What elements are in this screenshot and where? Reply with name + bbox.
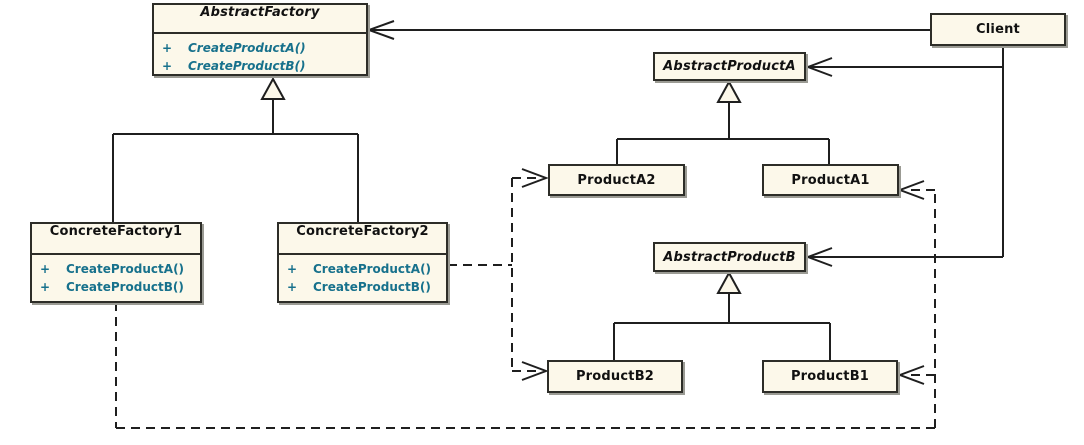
class-product-a2[interactable]: ProductA2 bbox=[548, 164, 685, 196]
edge-client-abstractproducta bbox=[805, 57, 1003, 77]
class-abstract-product-a[interactable]: AbstractProductA bbox=[653, 52, 806, 81]
class-method: + CreateProductA() bbox=[287, 260, 440, 278]
edge-dependency-factory2-arrows bbox=[521, 168, 549, 381]
method-signature: CreateProductA() bbox=[313, 262, 432, 276]
method-signature: CreateProductA() bbox=[66, 262, 185, 276]
method-signature: CreateProductB() bbox=[66, 280, 184, 294]
method-visibility: + bbox=[40, 262, 51, 276]
method-visibility: + bbox=[162, 59, 173, 73]
class-header: ConcreteFactory2 bbox=[279, 224, 446, 255]
edge-generalization-products-a bbox=[616, 79, 830, 165]
class-product-b1[interactable]: ProductB1 bbox=[762, 360, 898, 393]
class-abstract-factory[interactable]: AbstractFactory + CreateProductA() + Cre… bbox=[152, 3, 368, 76]
class-title: ProductB1 bbox=[790, 369, 870, 384]
class-title: ConcreteFactory1 bbox=[49, 224, 183, 239]
class-title: AbstractFactory bbox=[200, 5, 320, 20]
edge-dependency-factory2 bbox=[448, 177, 540, 372]
method-visibility: + bbox=[287, 280, 298, 294]
class-product-a1[interactable]: ProductA1 bbox=[762, 164, 899, 196]
class-methods: + CreateProductA() + CreateProductB() bbox=[279, 255, 446, 296]
edge-generalization-products-b bbox=[613, 270, 831, 361]
class-title: ProductA2 bbox=[577, 172, 656, 188]
method-visibility: + bbox=[287, 262, 298, 276]
class-title: AbstractProductB bbox=[663, 249, 796, 265]
class-client[interactable]: Client bbox=[930, 13, 1066, 46]
method-visibility: + bbox=[162, 41, 173, 55]
method-signature: CreateProductB() bbox=[313, 280, 431, 294]
method-signature: CreateProductB() bbox=[188, 59, 306, 73]
class-product-b2[interactable]: ProductB2 bbox=[547, 360, 683, 393]
edge-client-abstractproductb bbox=[805, 247, 1003, 267]
class-title: ProductA1 bbox=[791, 172, 870, 188]
class-title: ProductB2 bbox=[575, 369, 655, 384]
class-concrete-factory1[interactable]: ConcreteFactory1 + CreateProductA() + Cr… bbox=[30, 222, 202, 303]
class-title: AbstractProductA bbox=[663, 59, 796, 74]
edge-dependency-factory1 bbox=[115, 189, 936, 429]
class-title: ConcreteFactory2 bbox=[296, 224, 429, 239]
class-method: + CreateProductB() bbox=[40, 278, 194, 296]
class-header: ConcreteFactory1 bbox=[32, 224, 200, 255]
class-methods: + CreateProductA() + CreateProductB() bbox=[32, 255, 200, 296]
edge-client-abstractfactory bbox=[366, 20, 930, 40]
class-method: + CreateProductB() bbox=[287, 278, 440, 296]
edge-generalization-factories bbox=[112, 76, 359, 223]
class-method: + CreateProductA() bbox=[40, 260, 194, 278]
method-visibility: + bbox=[40, 280, 51, 294]
edge-dependency-factory1-arrows bbox=[897, 180, 925, 385]
class-method: + CreateProductB() bbox=[162, 57, 360, 75]
class-header: AbstractFactory bbox=[154, 5, 366, 34]
class-abstract-product-b[interactable]: AbstractProductB bbox=[653, 242, 806, 272]
class-method: + CreateProductA() bbox=[162, 39, 360, 57]
class-title: Client bbox=[976, 22, 1020, 37]
class-methods: + CreateProductA() + CreateProductB() bbox=[154, 34, 366, 75]
method-signature: CreateProductA() bbox=[188, 41, 306, 55]
class-concrete-factory2[interactable]: ConcreteFactory2 + CreateProductA() + Cr… bbox=[277, 222, 448, 303]
